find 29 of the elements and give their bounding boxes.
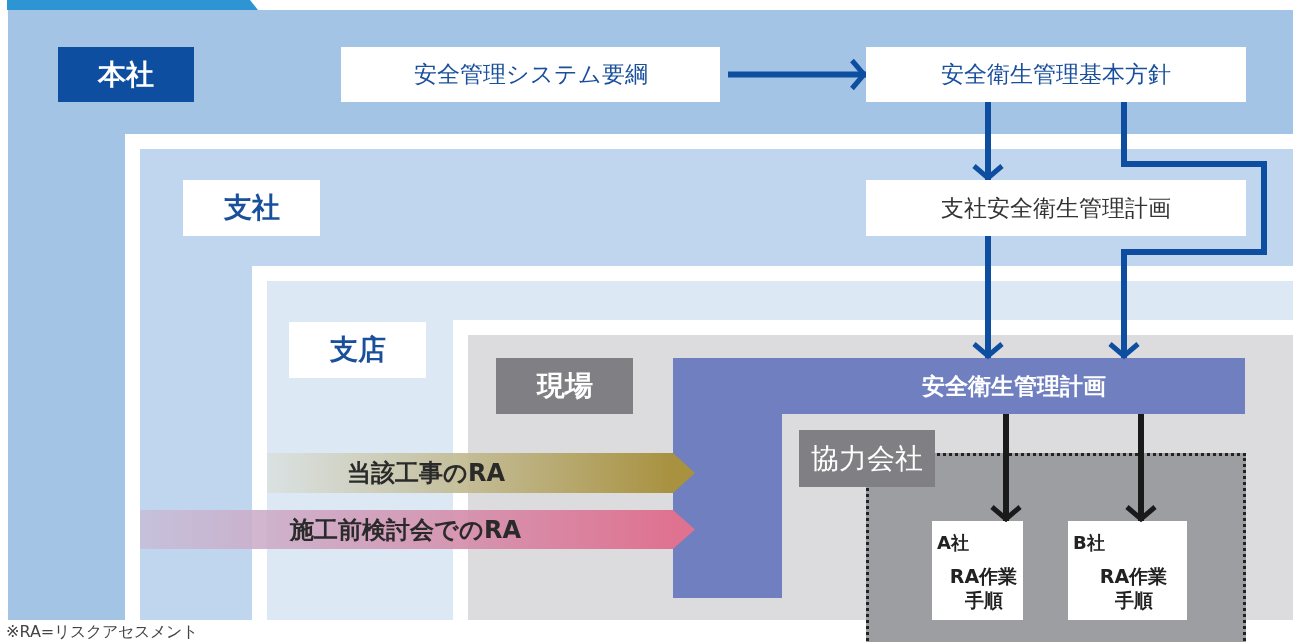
region-label: 支社 <box>183 180 320 236</box>
region-label: 協力会社 <box>799 430 935 487</box>
arrow <box>1124 414 1158 522</box>
procedure-text: RA作業手順 <box>1098 565 1169 613</box>
company-name: A社 <box>937 531 969 555</box>
box-text: 支社安全衛生管理計画 <box>941 193 1171 223</box>
arrow-tip <box>673 453 695 493</box>
document-box <box>866 180 1246 236</box>
arrow <box>971 236 1005 359</box>
procedure-card <box>1068 521 1187 620</box>
region-label: 支店 <box>289 322 426 378</box>
box-text: 安全管理システム要綱 <box>413 60 648 89</box>
company-name: B社 <box>1073 531 1105 555</box>
arrow-text: 施工前検討会でのRA <box>290 514 522 546</box>
document-box <box>341 47 720 102</box>
procedure-card <box>932 521 1023 620</box>
arrow-text: 当該工事のRA <box>347 458 506 489</box>
arrow <box>971 102 1005 181</box>
arrow <box>989 414 1023 522</box>
arrow <box>728 58 867 91</box>
arrow-tip <box>673 510 695 549</box>
document-box <box>866 47 1246 102</box>
arrow <box>1107 102 1267 359</box>
footnote: ※RA=リスクアセスメント <box>6 622 199 642</box>
region-label: 現場 <box>496 358 633 414</box>
box-text: 安全衛生管理基本方針 <box>941 60 1171 89</box>
procedure-text: RA作業手順 <box>948 565 1019 613</box>
region-label: 本社 <box>58 47 194 102</box>
plan-title: 安全衛生管理計画 <box>920 371 1107 401</box>
